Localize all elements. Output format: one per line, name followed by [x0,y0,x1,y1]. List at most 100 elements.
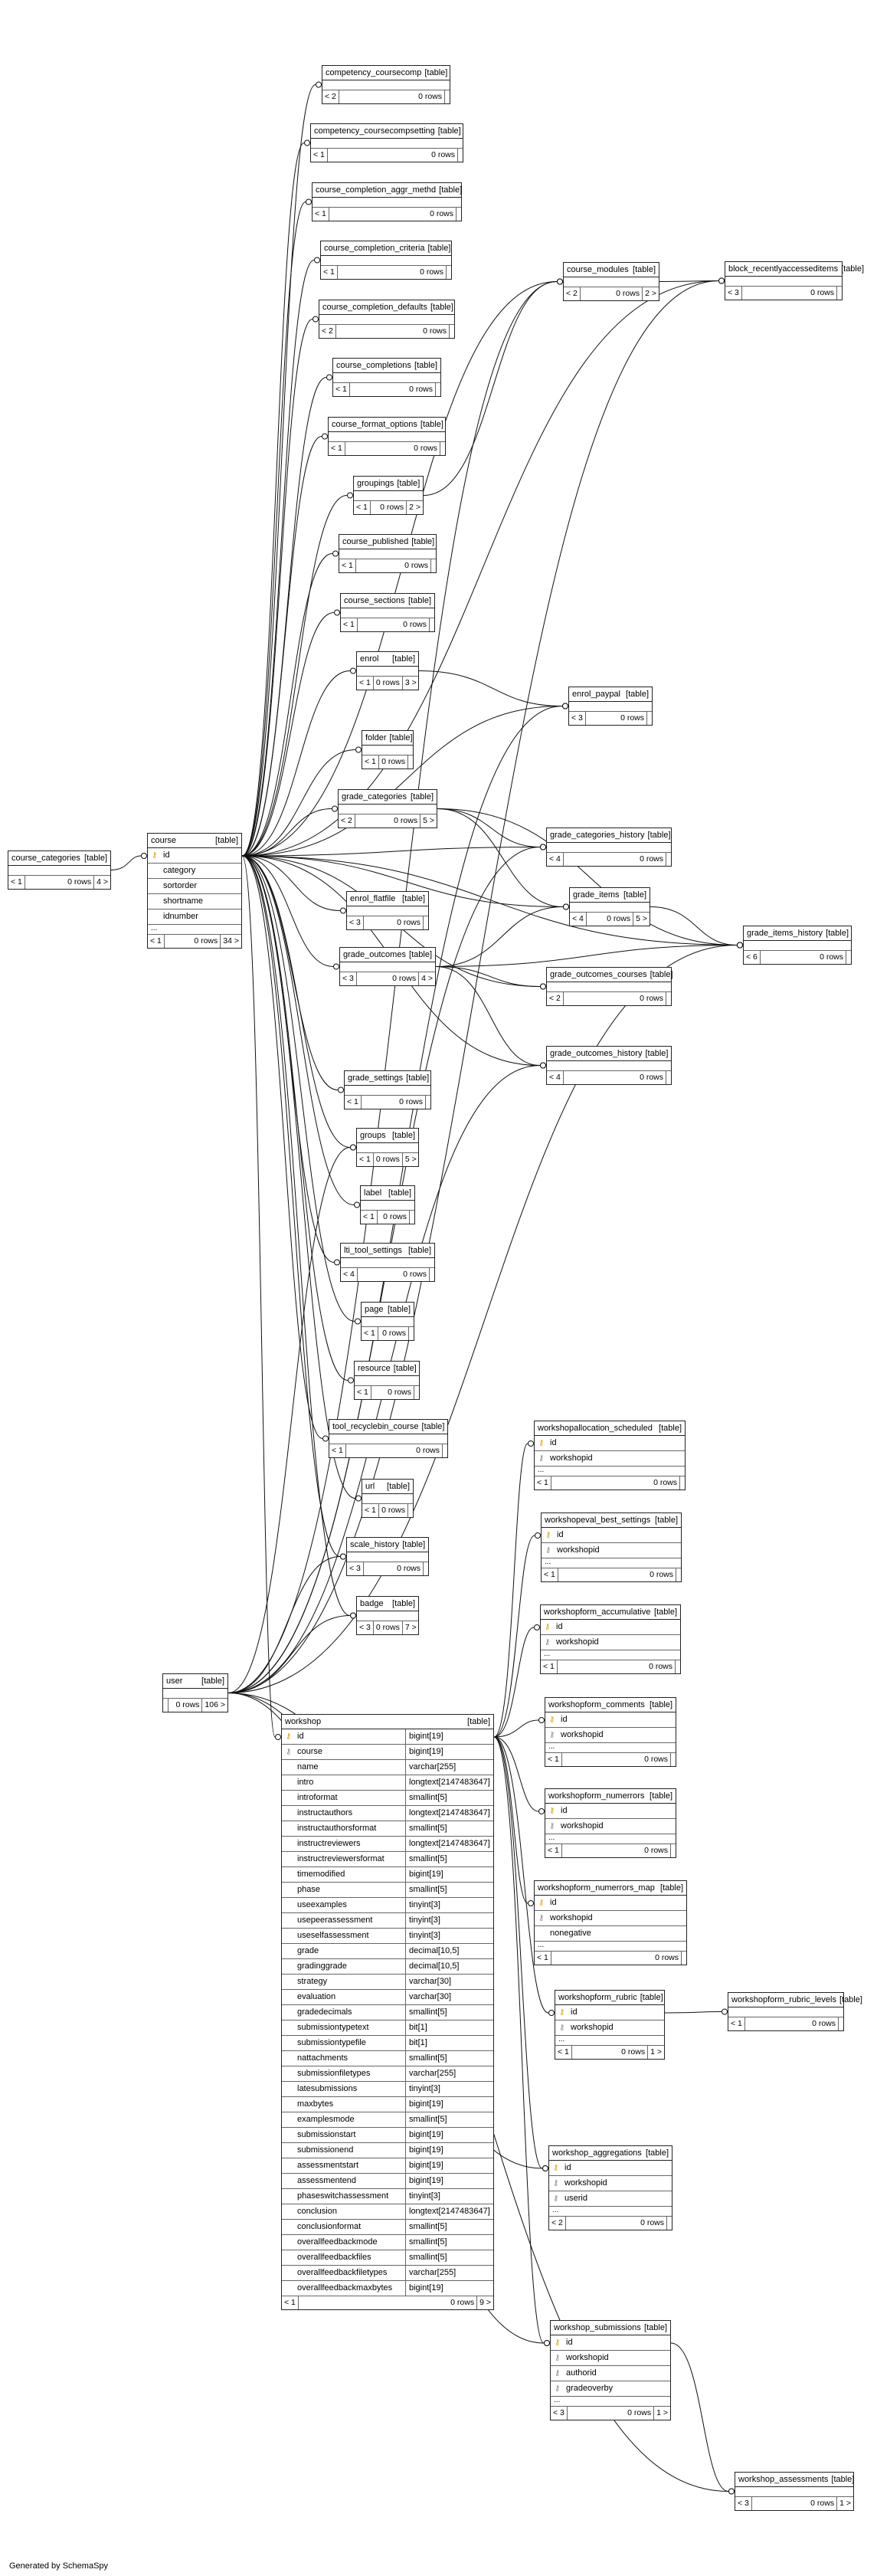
parents-count[interactable]: < 6 [746,952,758,962]
children-count[interactable]: 4 > [418,972,435,985]
children-count[interactable] [423,916,428,929]
children-count[interactable]: 3 > [401,677,419,690]
parents-count[interactable]: < 3 [553,2408,564,2417]
children-count[interactable] [435,383,440,396]
row-count[interactable]: 0 rows [751,2497,836,2510]
parents-count[interactable]: < 1 [313,150,325,159]
row-count[interactable]: 0 rows [163,935,220,948]
row-count[interactable]: 0 rows [377,1327,408,1340]
children-count[interactable] [425,1096,430,1109]
row-count[interactable]: 0 rows [562,1071,666,1084]
parents-count[interactable]: < 1 [359,1155,371,1164]
children-count[interactable]: 1 > [653,2407,670,2420]
parents-count[interactable]: < 3 [349,918,361,927]
row-count[interactable]: 0 rows [571,2046,647,2059]
children-count[interactable] [409,1211,414,1224]
parents-count[interactable]: < 1 [543,1662,555,1671]
row-count[interactable]: 0 rows [355,559,430,572]
parents-count[interactable]: < 2 [322,326,333,336]
row-count[interactable]: 0 rows [372,1621,402,1634]
children-count[interactable] [666,2217,672,2230]
row-count[interactable]: 0 rows [378,755,407,769]
row-count[interactable]: 0 rows [356,618,429,631]
parents-count[interactable]: < 1 [356,503,368,512]
parents-count[interactable]: < 1 [347,1097,358,1106]
parents-count[interactable]: < 1 [537,1478,548,1487]
row-count[interactable]: 0 rows [356,1268,429,1281]
row-count[interactable]: 0 rows [564,2217,666,2230]
children-count[interactable]: 9 > [476,2296,493,2309]
parents-count[interactable]: < 3 [738,2499,749,2508]
parents-count[interactable]: < 3 [342,974,354,983]
children-count[interactable] [666,992,671,1005]
row-count[interactable]: 0 rows [378,1504,407,1517]
row-count[interactable]: 0 rows [360,1096,425,1109]
parents-count[interactable]: < 1 [544,1570,555,1579]
row-count[interactable]: 0 rows [584,712,646,725]
row-count[interactable]: 0 rows [328,208,456,221]
parents-count[interactable]: < 1 [363,1212,375,1221]
children-count[interactable]: 2 > [642,287,659,300]
parents-count[interactable]: < 4 [572,914,584,923]
row-count[interactable]: 0 rows [362,916,423,929]
parents-count[interactable]: < 4 [549,854,561,864]
children-count[interactable] [666,853,671,866]
row-count[interactable]: 0 rows [372,677,402,690]
children-count[interactable]: 2 > [406,501,423,514]
row-count[interactable]: 0 rows [349,383,435,396]
parents-count[interactable]: < 1 [150,936,162,946]
table-workshopallocation-scheduled[interactable]: workshopallocation_scheduled[table]⚷id⚷w… [534,1421,686,1490]
parents-count[interactable]: < 2 [341,816,352,825]
row-count[interactable]: 0 rows [561,1753,670,1766]
row-count[interactable]: 0 rows [338,90,444,103]
children-count[interactable]: 4 > [93,876,110,889]
parents-count[interactable]: < 1 [537,1953,548,1962]
row-count[interactable]: 0 rows [557,1568,676,1581]
parents-count[interactable]: < 3 [728,288,739,297]
parents-count[interactable]: < 1 [284,2298,296,2307]
table-workshopform-numerrors[interactable]: workshopform_numerrors[table]⚷id⚷worksho… [545,1788,676,1858]
children-count[interactable]: 1 > [836,2497,853,2510]
children-count[interactable]: 5 > [401,1153,419,1166]
parents-count[interactable]: < 1 [731,2019,742,2028]
row-count[interactable]: 0 rows [335,325,449,338]
parents-count[interactable]: < 2 [549,994,561,1003]
children-count[interactable] [838,2017,843,2030]
children-count[interactable] [407,1504,413,1517]
parents-count[interactable]: < 1 [315,209,326,218]
children-count[interactable] [670,1844,676,1857]
children-count[interactable] [430,559,436,572]
children-count[interactable] [670,1753,676,1766]
parents-count[interactable]: < 1 [11,877,22,887]
row-count[interactable]: 0 rows [369,501,406,514]
parents-count[interactable]: < 1 [548,1846,559,1855]
table-workshopform-rubric[interactable]: workshopform_rubric[table]⚷id⚷workshopid… [555,1990,665,2060]
row-count[interactable]: 0 rows [354,814,420,828]
table-workshopform-comments[interactable]: workshopform_comments[table]⚷id⚷workshop… [545,1697,676,1767]
children-count[interactable] [429,1268,434,1281]
